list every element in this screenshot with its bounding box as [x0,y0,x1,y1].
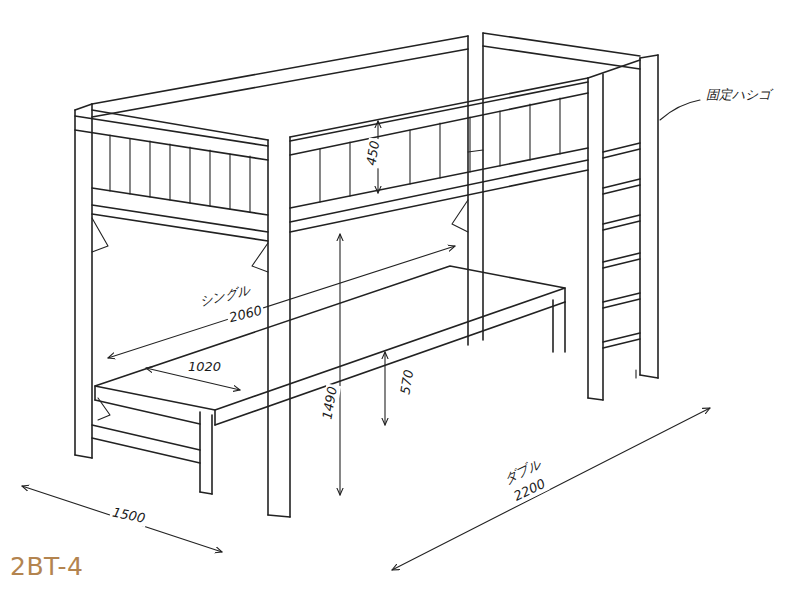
lower-bed [92,266,565,494]
top-frame-part [483,46,640,69]
guard-rail-part [468,150,483,152]
guard-rail-part [499,111,500,166]
ladder-part [603,149,640,158]
guard-rail-part [290,148,588,208]
lower-bed-part [95,400,200,424]
dimension-label: 1020 [186,360,223,375]
head-panel-part [92,218,108,252]
bed-posts-part [588,398,603,400]
top-frame [92,33,640,140]
lower-bed-part [98,398,110,420]
head-panel-part [189,147,190,203]
guard-rail-part [452,200,468,232]
lower-bed-part [564,288,566,302]
dimension-lines-part [22,486,222,552]
head-panel-part [149,141,150,197]
ladder-part [635,370,636,378]
guard-rail-part [409,130,410,184]
bed-posts-part [75,455,92,458]
bed-posts-part [268,515,290,517]
guard-rail-part [290,93,588,155]
head-panel-part [92,214,268,241]
ladder-part [603,339,640,348]
head-panel-part [209,150,210,206]
bed-posts [75,33,658,517]
bed-posts-part [74,110,76,455]
lower-bed-part [552,300,554,352]
drawing-code: 2BT-4 [8,553,85,582]
dimension-lines-part [392,408,710,570]
lower-bed-part [92,425,200,450]
dimension-lines-part [339,234,340,495]
top-frame-part [92,36,468,104]
bed-posts-part [482,33,484,340]
dimension-lines-part [384,352,385,425]
ladder-part [603,221,640,230]
dimension-label: 1500 [109,505,148,527]
ladder [603,143,640,378]
lower-bed-part [94,386,96,400]
lower-bed-part [214,410,216,425]
bed-posts-part [640,375,658,378]
guard-rail-part [529,104,530,160]
bed-posts-part [602,74,604,400]
head-panel-part [169,144,170,200]
top-frame-part [483,33,640,56]
head-panel-part [249,156,250,212]
dimension-label: 1490 [320,383,341,422]
dimension-label: 450 [364,138,384,169]
lower-bed-part [200,492,212,494]
bed-posts-part [467,36,469,345]
ladder-part [603,259,640,268]
dimension-label: 570 [398,367,418,398]
head-panel-part [75,130,268,160]
guard-rail-part [439,123,440,178]
part-name: 固定ハシゴ [704,88,773,103]
bed-posts-part [289,137,291,517]
lower-bed-part [215,302,565,425]
guard-rail-part [469,117,470,172]
head-panel-part [75,116,268,146]
head-panel [75,116,268,272]
guard-rail-part [319,149,320,202]
head-panel-part [92,188,268,215]
leader-line [660,100,700,120]
guard-rail-part [349,142,350,196]
bed-posts-part [75,104,92,110]
ladder-part [603,299,640,308]
top-frame-part [92,49,468,117]
ladder-part [603,185,640,194]
head-panel-part [109,135,110,191]
top-frame-part [290,78,588,137]
head-panel-part [252,243,268,272]
dimension-lines-part [108,246,455,358]
lower-bed-part [92,438,200,463]
guard-rail-part [290,160,588,222]
bed-posts-part [587,78,589,398]
guard-rail-part [290,170,588,232]
bed-posts-part [91,104,93,458]
lower-bed-part [211,415,213,494]
guard-rail-part [559,98,560,154]
lower-bed-part [199,412,201,492]
head-panel-part [229,154,230,209]
lower-bed-part [564,302,566,352]
bed-posts-part [657,55,659,378]
bed-posts-part [639,58,641,375]
leader-line-part [660,100,700,120]
guard-rail-part [290,82,588,141]
top-frame-part [92,110,268,140]
dimension-lines [22,121,710,570]
bed-posts-part [640,55,658,58]
dimension-label: 2060 [226,303,266,326]
guard-rail [290,82,588,232]
head-panel-part [129,139,130,194]
